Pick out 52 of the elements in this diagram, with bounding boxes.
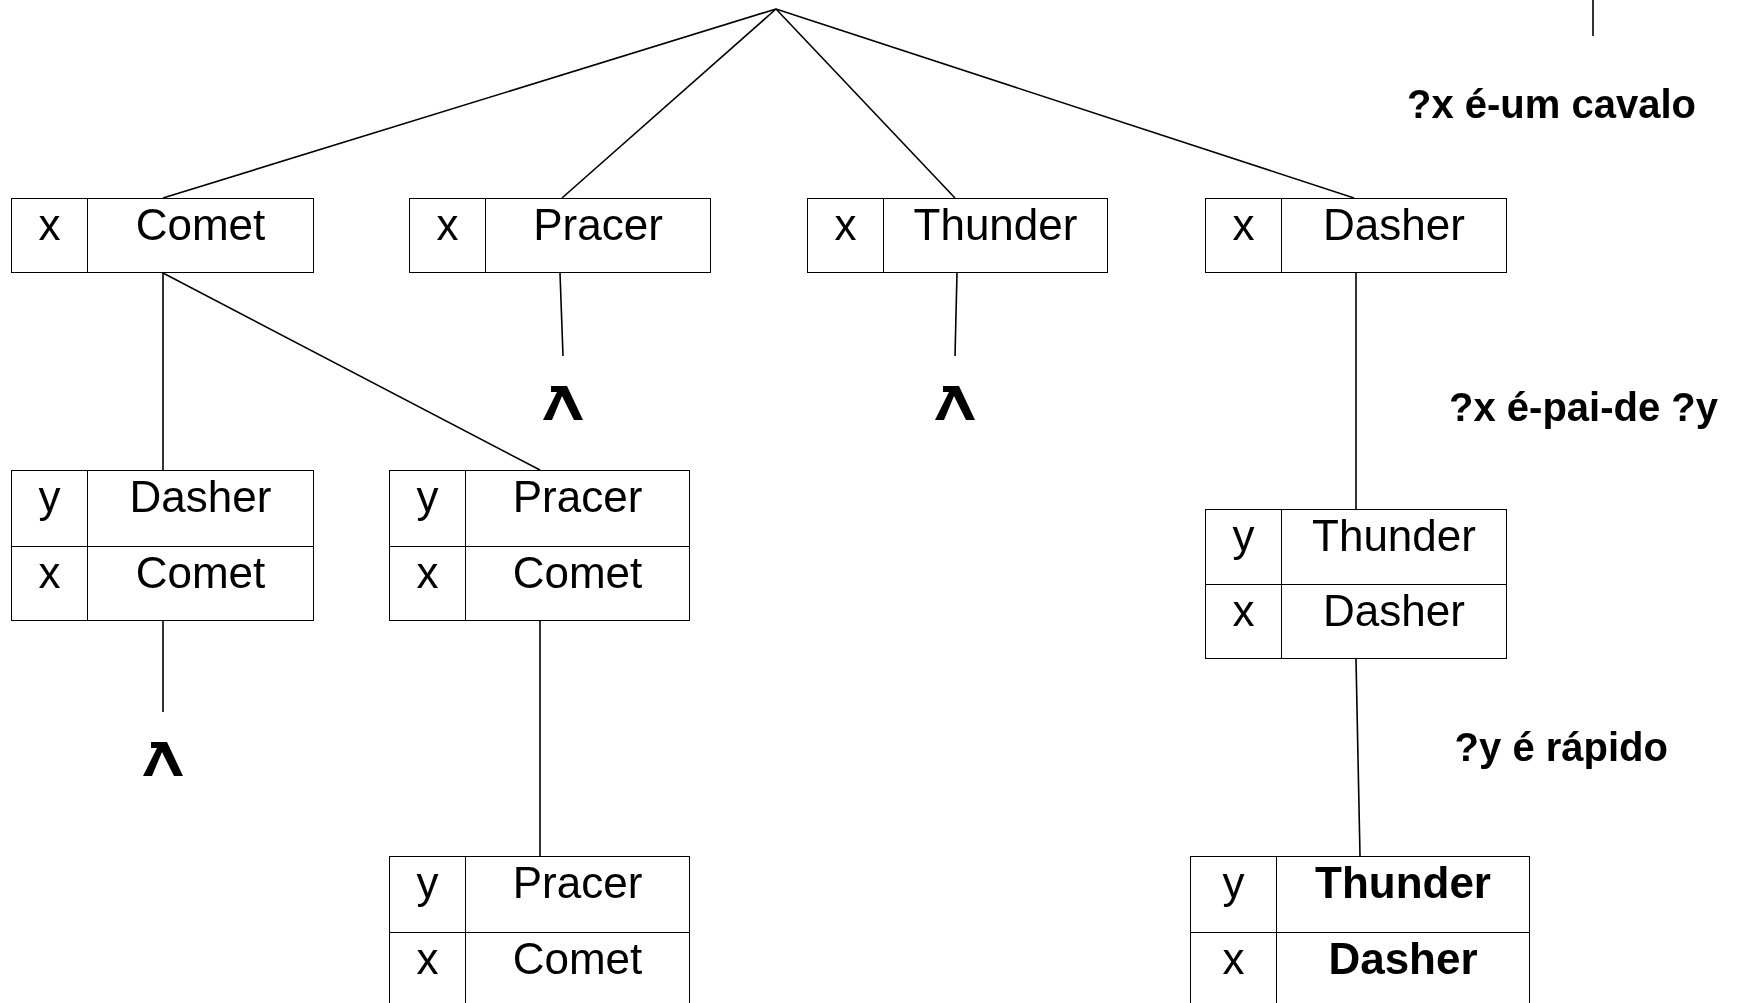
binding-value: Thunder [1281,510,1506,584]
connector-line [559,272,564,357]
variable-name: y [415,471,440,523]
goal-label: ?x é-pai-de ?y [1449,385,1718,430]
variable-name: x [390,545,465,620]
binding-value: Dasher [1276,932,1529,1003]
variable-name: x [1206,584,1281,658]
binding-value: Pracer [465,857,689,932]
binding-table [1205,198,1507,273]
variable-name: y [415,857,440,909]
connector-line [1355,272,1357,510]
binding-value: Dasher [1281,199,1506,272]
binding-table [1190,856,1530,1003]
binding-value: Comet [465,545,689,620]
goal-label: ?y é rápido [1454,725,1668,770]
goal-label: ?x é-um cavalo [1407,82,1696,127]
binding-table [389,470,690,621]
variable-name: x [37,199,62,251]
binding-table [11,470,314,621]
connector-line [162,272,164,471]
variable-name: x [435,199,460,251]
connector-line [162,620,164,713]
binding-value: Comet [87,545,313,620]
connector-line [539,620,541,857]
variable-name: x [833,199,858,251]
connector-line [954,272,958,357]
binding-table [807,198,1108,273]
binding-value: Dasher [87,471,313,546]
connector-line [775,8,1355,199]
variable-name: x [390,932,465,1003]
binding-table [11,198,314,273]
connector-line [1355,658,1361,857]
binding-table [409,198,711,273]
connector-line [775,8,956,199]
binding-value: Thunder [883,199,1107,272]
binding-table [389,856,690,1003]
binding-value: Thunder [1276,857,1529,932]
binding-table [1205,509,1507,659]
binding-value: Comet [465,932,689,1003]
variable-name: x [1231,199,1256,251]
binding-value: Pracer [485,199,710,272]
binding-value: Pracer [465,471,689,546]
variable-name: x [12,545,87,620]
variable-name: y [1231,510,1256,562]
binding-value: Dasher [1281,584,1506,658]
connector-line [561,8,777,199]
connector-line [162,272,541,471]
connector-line [162,8,777,199]
variable-name: x [1191,932,1276,1003]
variable-name: y [1221,857,1246,909]
variable-name: y [37,471,62,523]
binding-value: Comet [87,199,313,272]
